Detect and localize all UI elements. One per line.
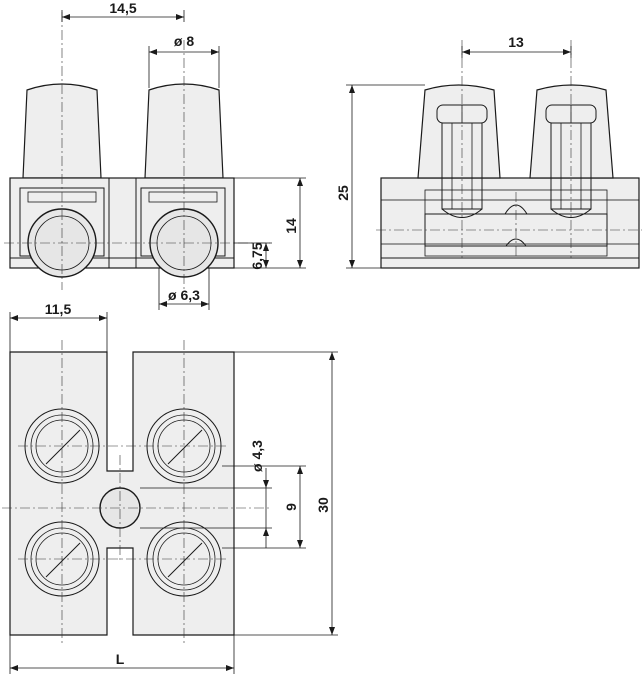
dim-6-75: 6,75 bbox=[249, 242, 265, 269]
dim-14: 14 bbox=[283, 218, 299, 234]
dim-11-5: 11,5 bbox=[45, 301, 72, 317]
dim-9: 9 bbox=[283, 503, 299, 511]
dim-dia-8: ø 8 bbox=[174, 33, 194, 49]
side-section-view: 13 25 bbox=[335, 34, 642, 269]
dim-L: L bbox=[116, 651, 125, 667]
side-cap-right bbox=[529, 84, 614, 179]
top-view: 11,5 ø 4,3 9 30 L bbox=[2, 301, 338, 674]
front-view: 14,5 ø 8 14 6,75 ø 6,3 bbox=[4, 0, 306, 310]
dim-25: 25 bbox=[335, 185, 351, 201]
side-cap-left bbox=[417, 84, 501, 179]
dim-14-5: 14,5 bbox=[109, 0, 136, 16]
dim-dia-6-3: ø 6,3 bbox=[168, 287, 200, 303]
side-body bbox=[380, 177, 640, 269]
dim-dia-4-3: ø 4,3 bbox=[249, 440, 265, 472]
dim-30: 30 bbox=[315, 497, 331, 513]
front-cap-left bbox=[22, 83, 102, 179]
dim-13: 13 bbox=[508, 34, 524, 50]
